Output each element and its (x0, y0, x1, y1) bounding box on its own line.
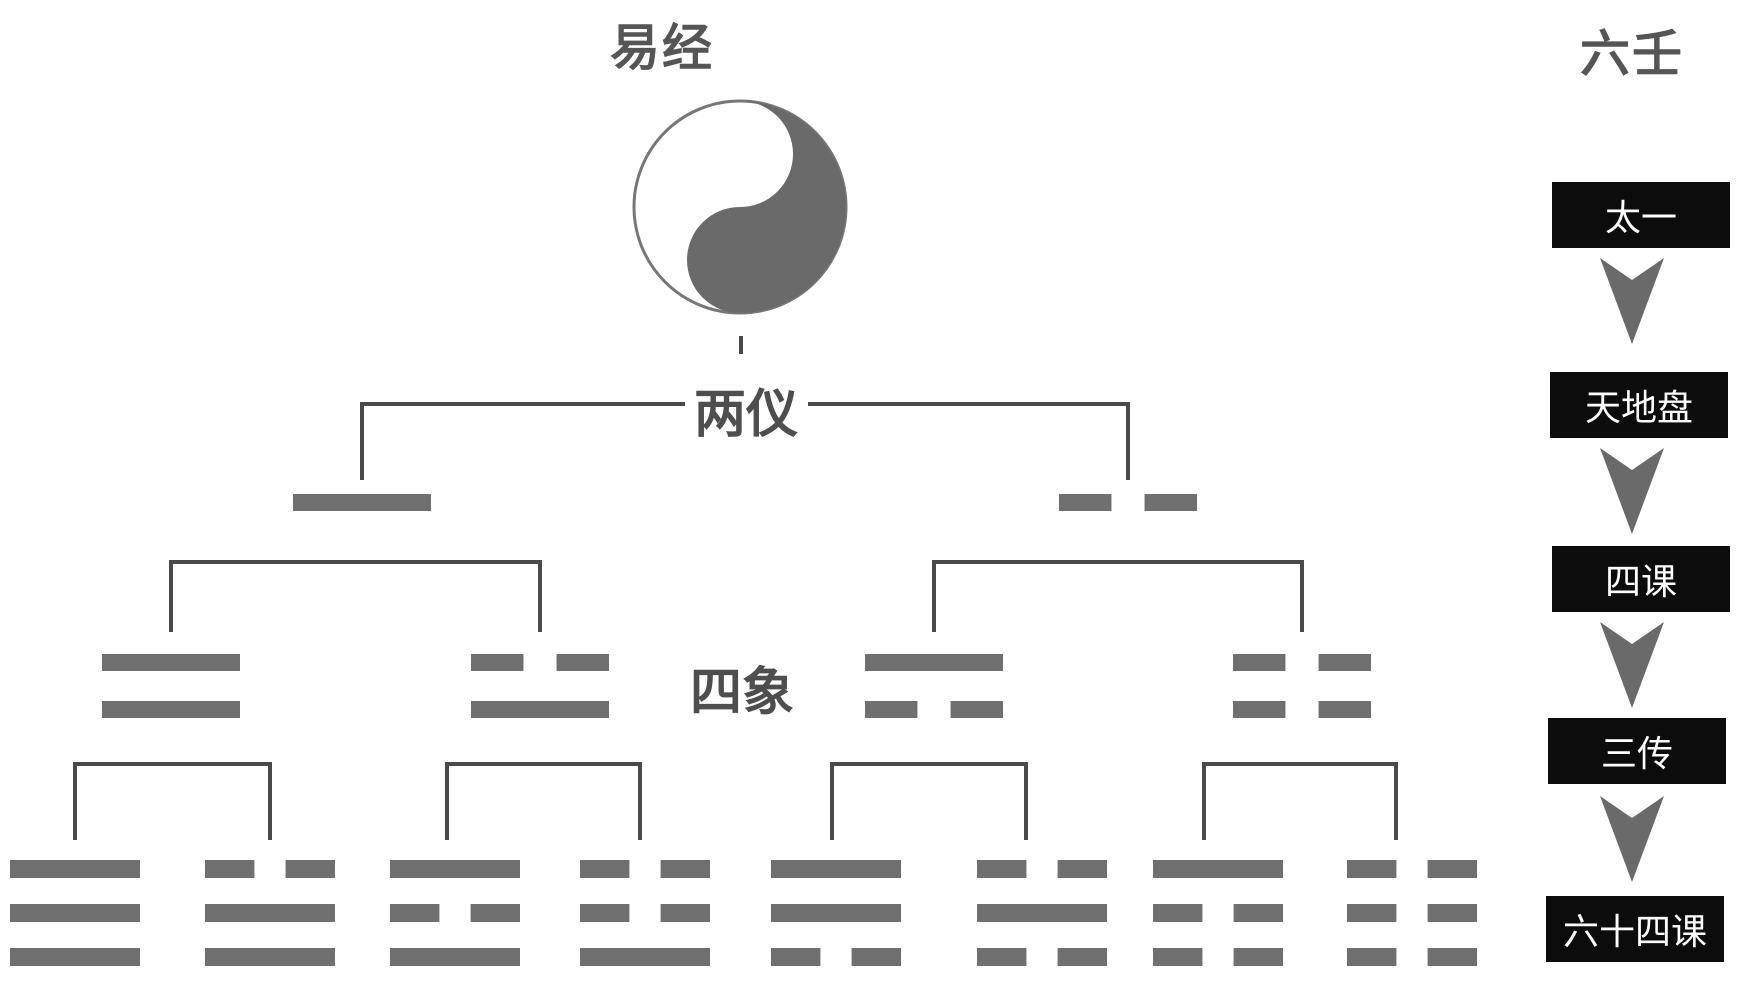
yin-line-segment (285, 860, 335, 878)
yin-line-segment (660, 860, 710, 878)
taiji-icon (632, 99, 848, 315)
liangyi-label: 两仪 (688, 372, 805, 447)
yin-line-segment (1427, 904, 1477, 922)
yang-line (205, 948, 335, 966)
sixiang-label: 四象 (684, 650, 801, 725)
yin-line-segment (1427, 860, 1477, 878)
yang-line (10, 948, 140, 966)
yin-line-segment (471, 654, 524, 671)
arrow-down-icon (1600, 448, 1664, 534)
yin-line-segment (1318, 701, 1371, 718)
arrow-down-icon (1600, 796, 1664, 882)
yang-line (390, 860, 520, 878)
arrow-down-icon (1600, 622, 1664, 708)
yin-line-segment (205, 860, 255, 878)
yang-line (102, 701, 240, 718)
arrow-down-icon (1600, 258, 1664, 344)
step-sike: 四课 (1552, 546, 1730, 612)
yin-line-segment (1233, 948, 1283, 966)
liuren-title: 六壬 (1580, 25, 1684, 83)
yin-line-segment (1347, 904, 1397, 922)
step-sanchuan: 三传 (1548, 718, 1726, 784)
yang-line (102, 654, 240, 671)
yin-line-segment (660, 904, 710, 922)
yin-line-segment (470, 904, 520, 922)
yao-lines (10, 494, 1477, 966)
yin-line-segment (1153, 904, 1203, 922)
yin-line-segment (1059, 494, 1112, 511)
yang-line (580, 948, 710, 966)
step-tiandipan: 天地盘 (1550, 372, 1728, 438)
yang-line (10, 860, 140, 878)
yang-line (205, 904, 335, 922)
yang-line (977, 904, 1107, 922)
yang-line (771, 860, 901, 878)
yang-line (771, 904, 901, 922)
yin-line-segment (1233, 654, 1286, 671)
yin-line-segment (580, 904, 630, 922)
yin-line-segment (556, 654, 609, 671)
yang-line (865, 654, 1003, 671)
liangyi-connector (73, 402, 1398, 840)
yin-line-segment (390, 904, 440, 922)
yin-line-segment (1144, 494, 1197, 511)
yin-line-segment (771, 948, 821, 966)
yang-line (1153, 860, 1283, 878)
yin-line-segment (1347, 860, 1397, 878)
yang-line (293, 494, 431, 511)
yang-line (390, 948, 520, 966)
yang-line (10, 904, 140, 922)
yijing-title: 易经 (610, 19, 714, 77)
step-taiyi: 太一 (1552, 182, 1730, 248)
yin-line-segment (977, 948, 1027, 966)
yin-line-segment (1233, 904, 1283, 922)
yin-line-segment (1057, 948, 1107, 966)
yin-line-segment (580, 860, 630, 878)
yin-line-segment (851, 948, 901, 966)
yin-line-segment (950, 701, 1003, 718)
yin-line-segment (1057, 860, 1107, 878)
yin-line-segment (1347, 948, 1397, 966)
yin-line-segment (1153, 948, 1203, 966)
yang-line (471, 701, 609, 718)
yin-line-segment (1427, 948, 1477, 966)
yin-line-segment (977, 860, 1027, 878)
yin-line-segment (865, 701, 918, 718)
yin-line-segment (1233, 701, 1286, 718)
step-liushisike: 六十四课 (1546, 896, 1724, 962)
yin-line-segment (1318, 654, 1371, 671)
